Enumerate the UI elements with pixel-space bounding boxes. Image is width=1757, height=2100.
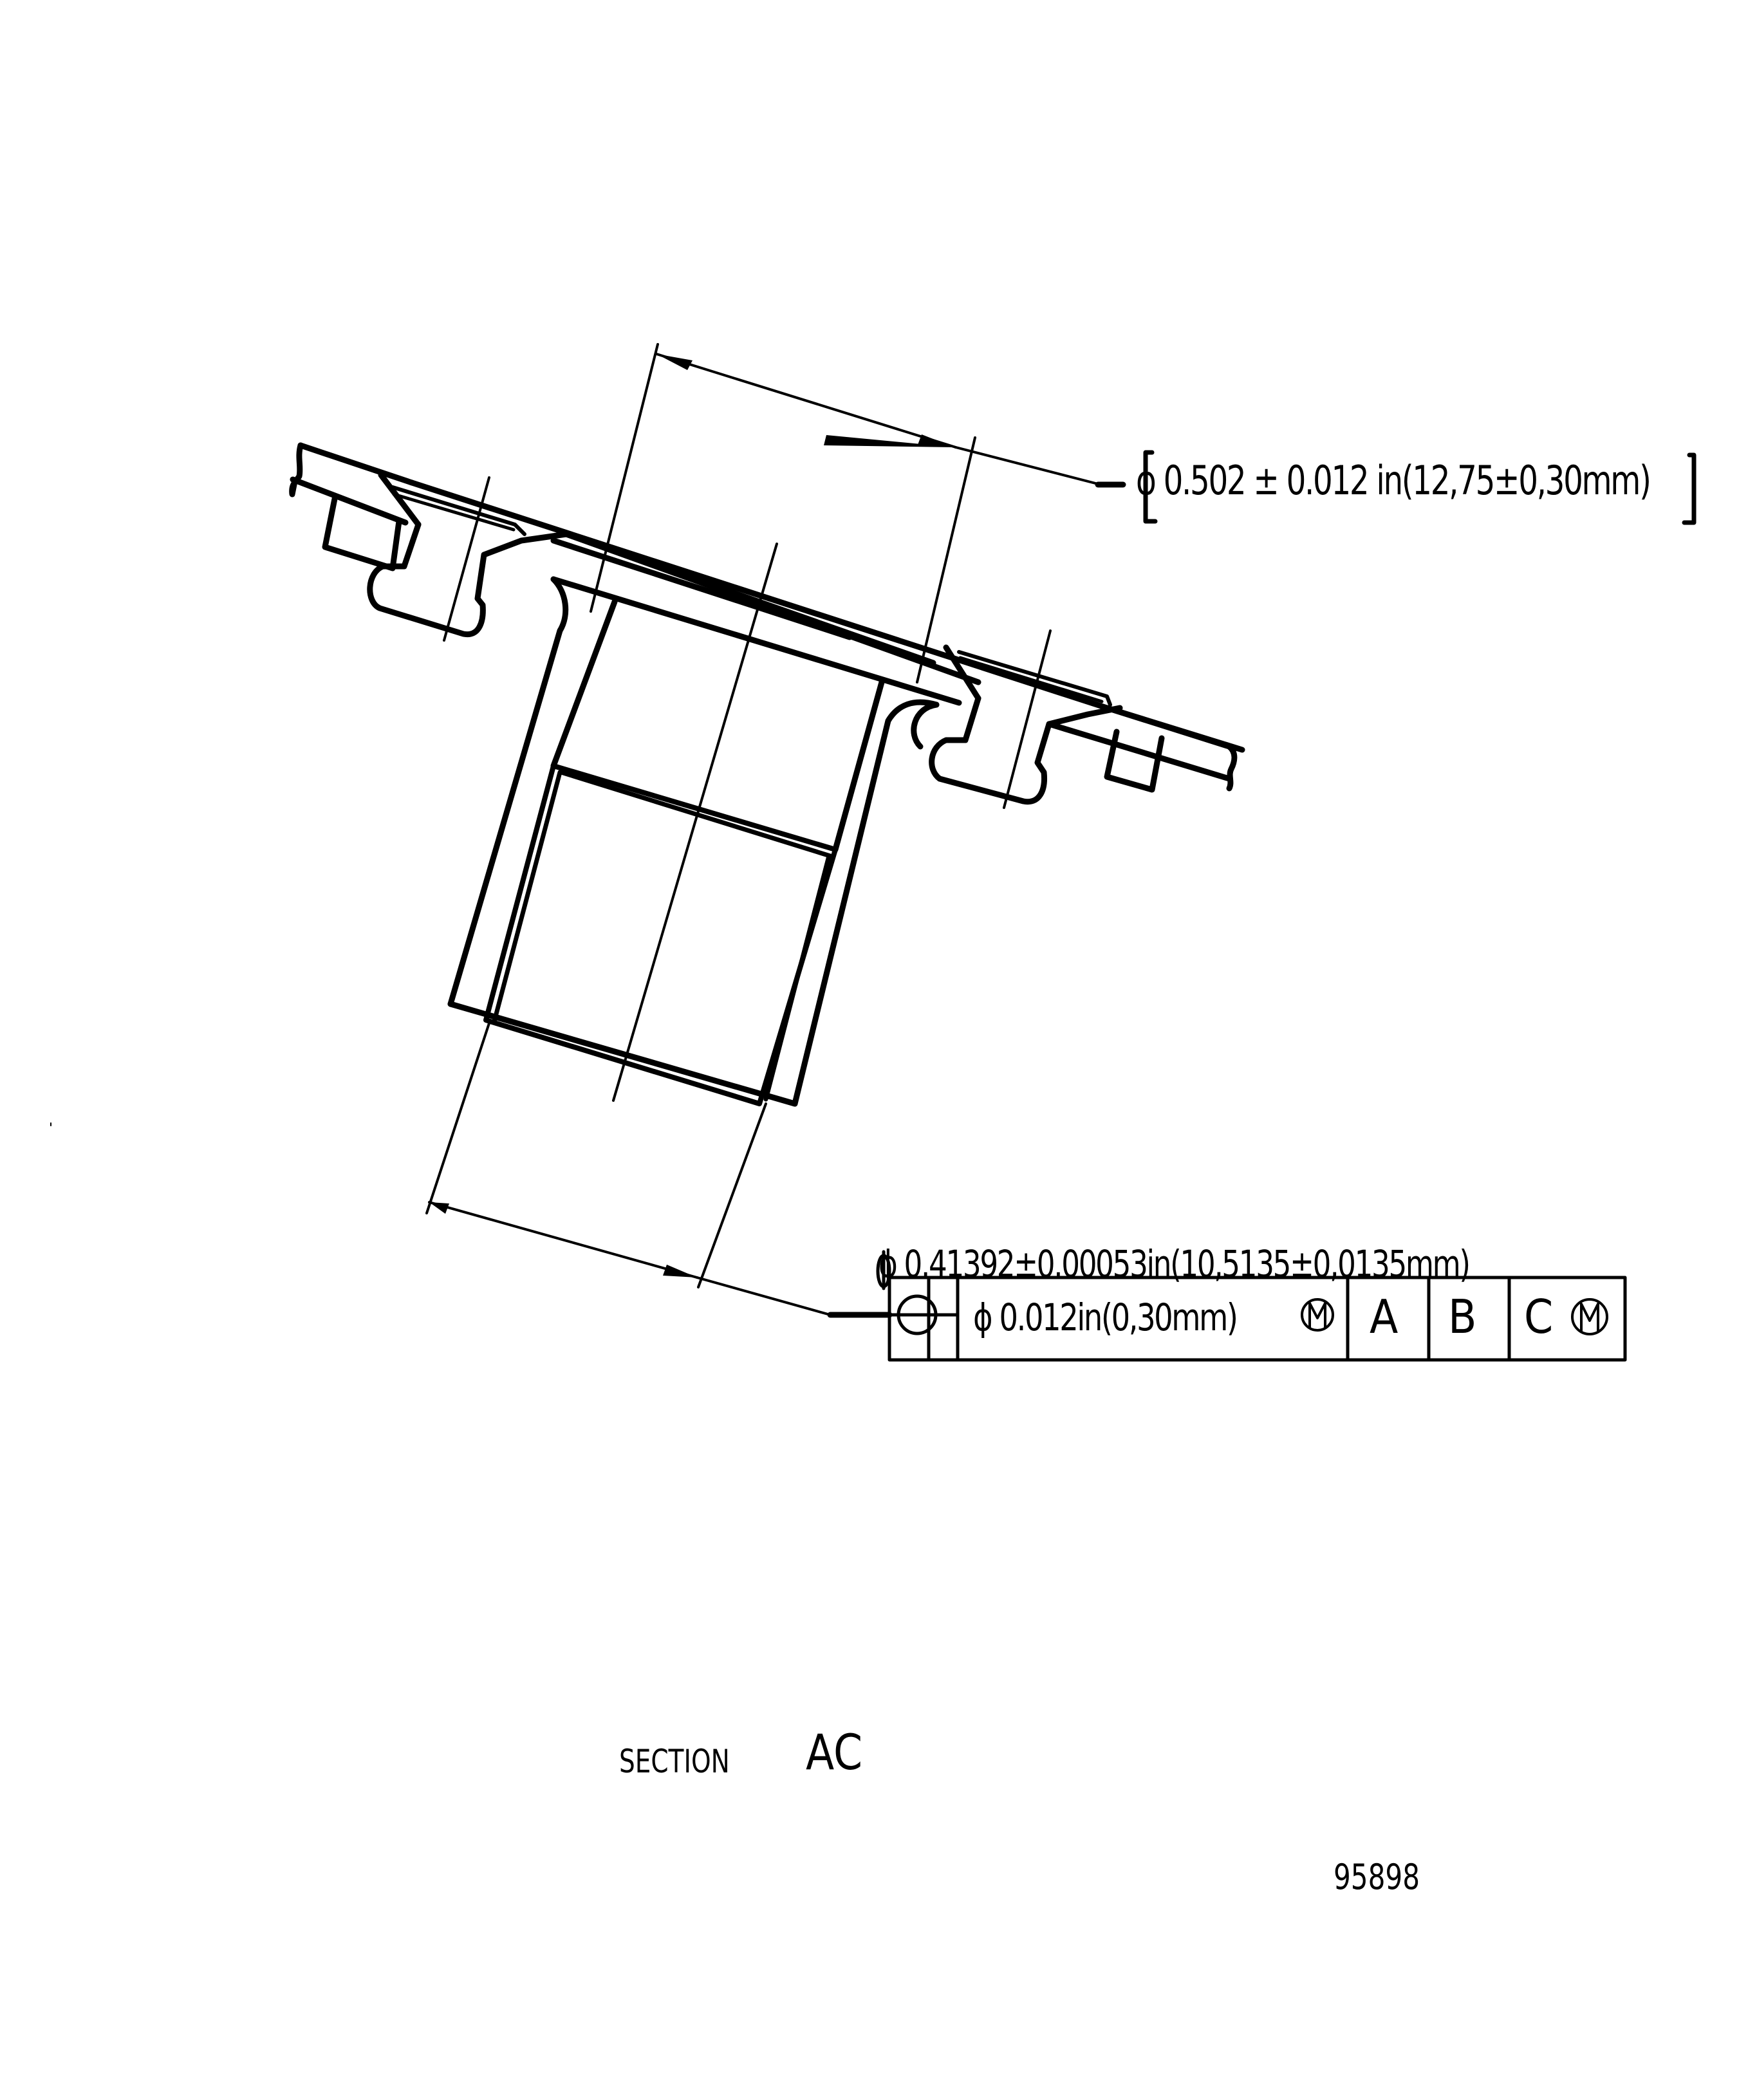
lower-diameter-dimension: [425, 1022, 893, 1318]
datum-c-label: C: [1524, 1290, 1554, 1344]
diameter-symbol-icons: [876, 1250, 891, 1290]
bushing-body: [447, 531, 981, 1107]
right-panel: [1046, 705, 1238, 793]
drawing-number: 95898: [1334, 1857, 1420, 1897]
section-label-id: AC: [806, 1724, 863, 1781]
datum-c-mmc-modifier-icon: [1571, 1298, 1608, 1335]
datum-b-label: B: [1448, 1290, 1477, 1344]
upper-diameter-dimension: [590, 343, 1697, 683]
right-clip: [911, 644, 1123, 805]
datum-a-label: A: [1370, 1290, 1399, 1344]
mmc-modifier-icon: [1301, 1298, 1334, 1332]
left-clip: [367, 472, 570, 638]
position-icon: [888, 1294, 960, 1335]
section-label-prefix: SECTION: [619, 1743, 730, 1780]
lower-diameter-label: ϕ 0.41392±0.00053in(10,5135±0,0135mm): [879, 1242, 1471, 1286]
left-panel: [289, 442, 415, 571]
feature-control-frame: [888, 1276, 1627, 1362]
fcf-tolerance-value: ϕ 0.012in(0,30mm): [973, 1296, 1238, 1339]
upper-diameter-label: ϕ 0.502 ± 0.012 in(12,75±0,30mm): [1136, 457, 1651, 504]
center-lines: [443, 476, 1052, 1102]
